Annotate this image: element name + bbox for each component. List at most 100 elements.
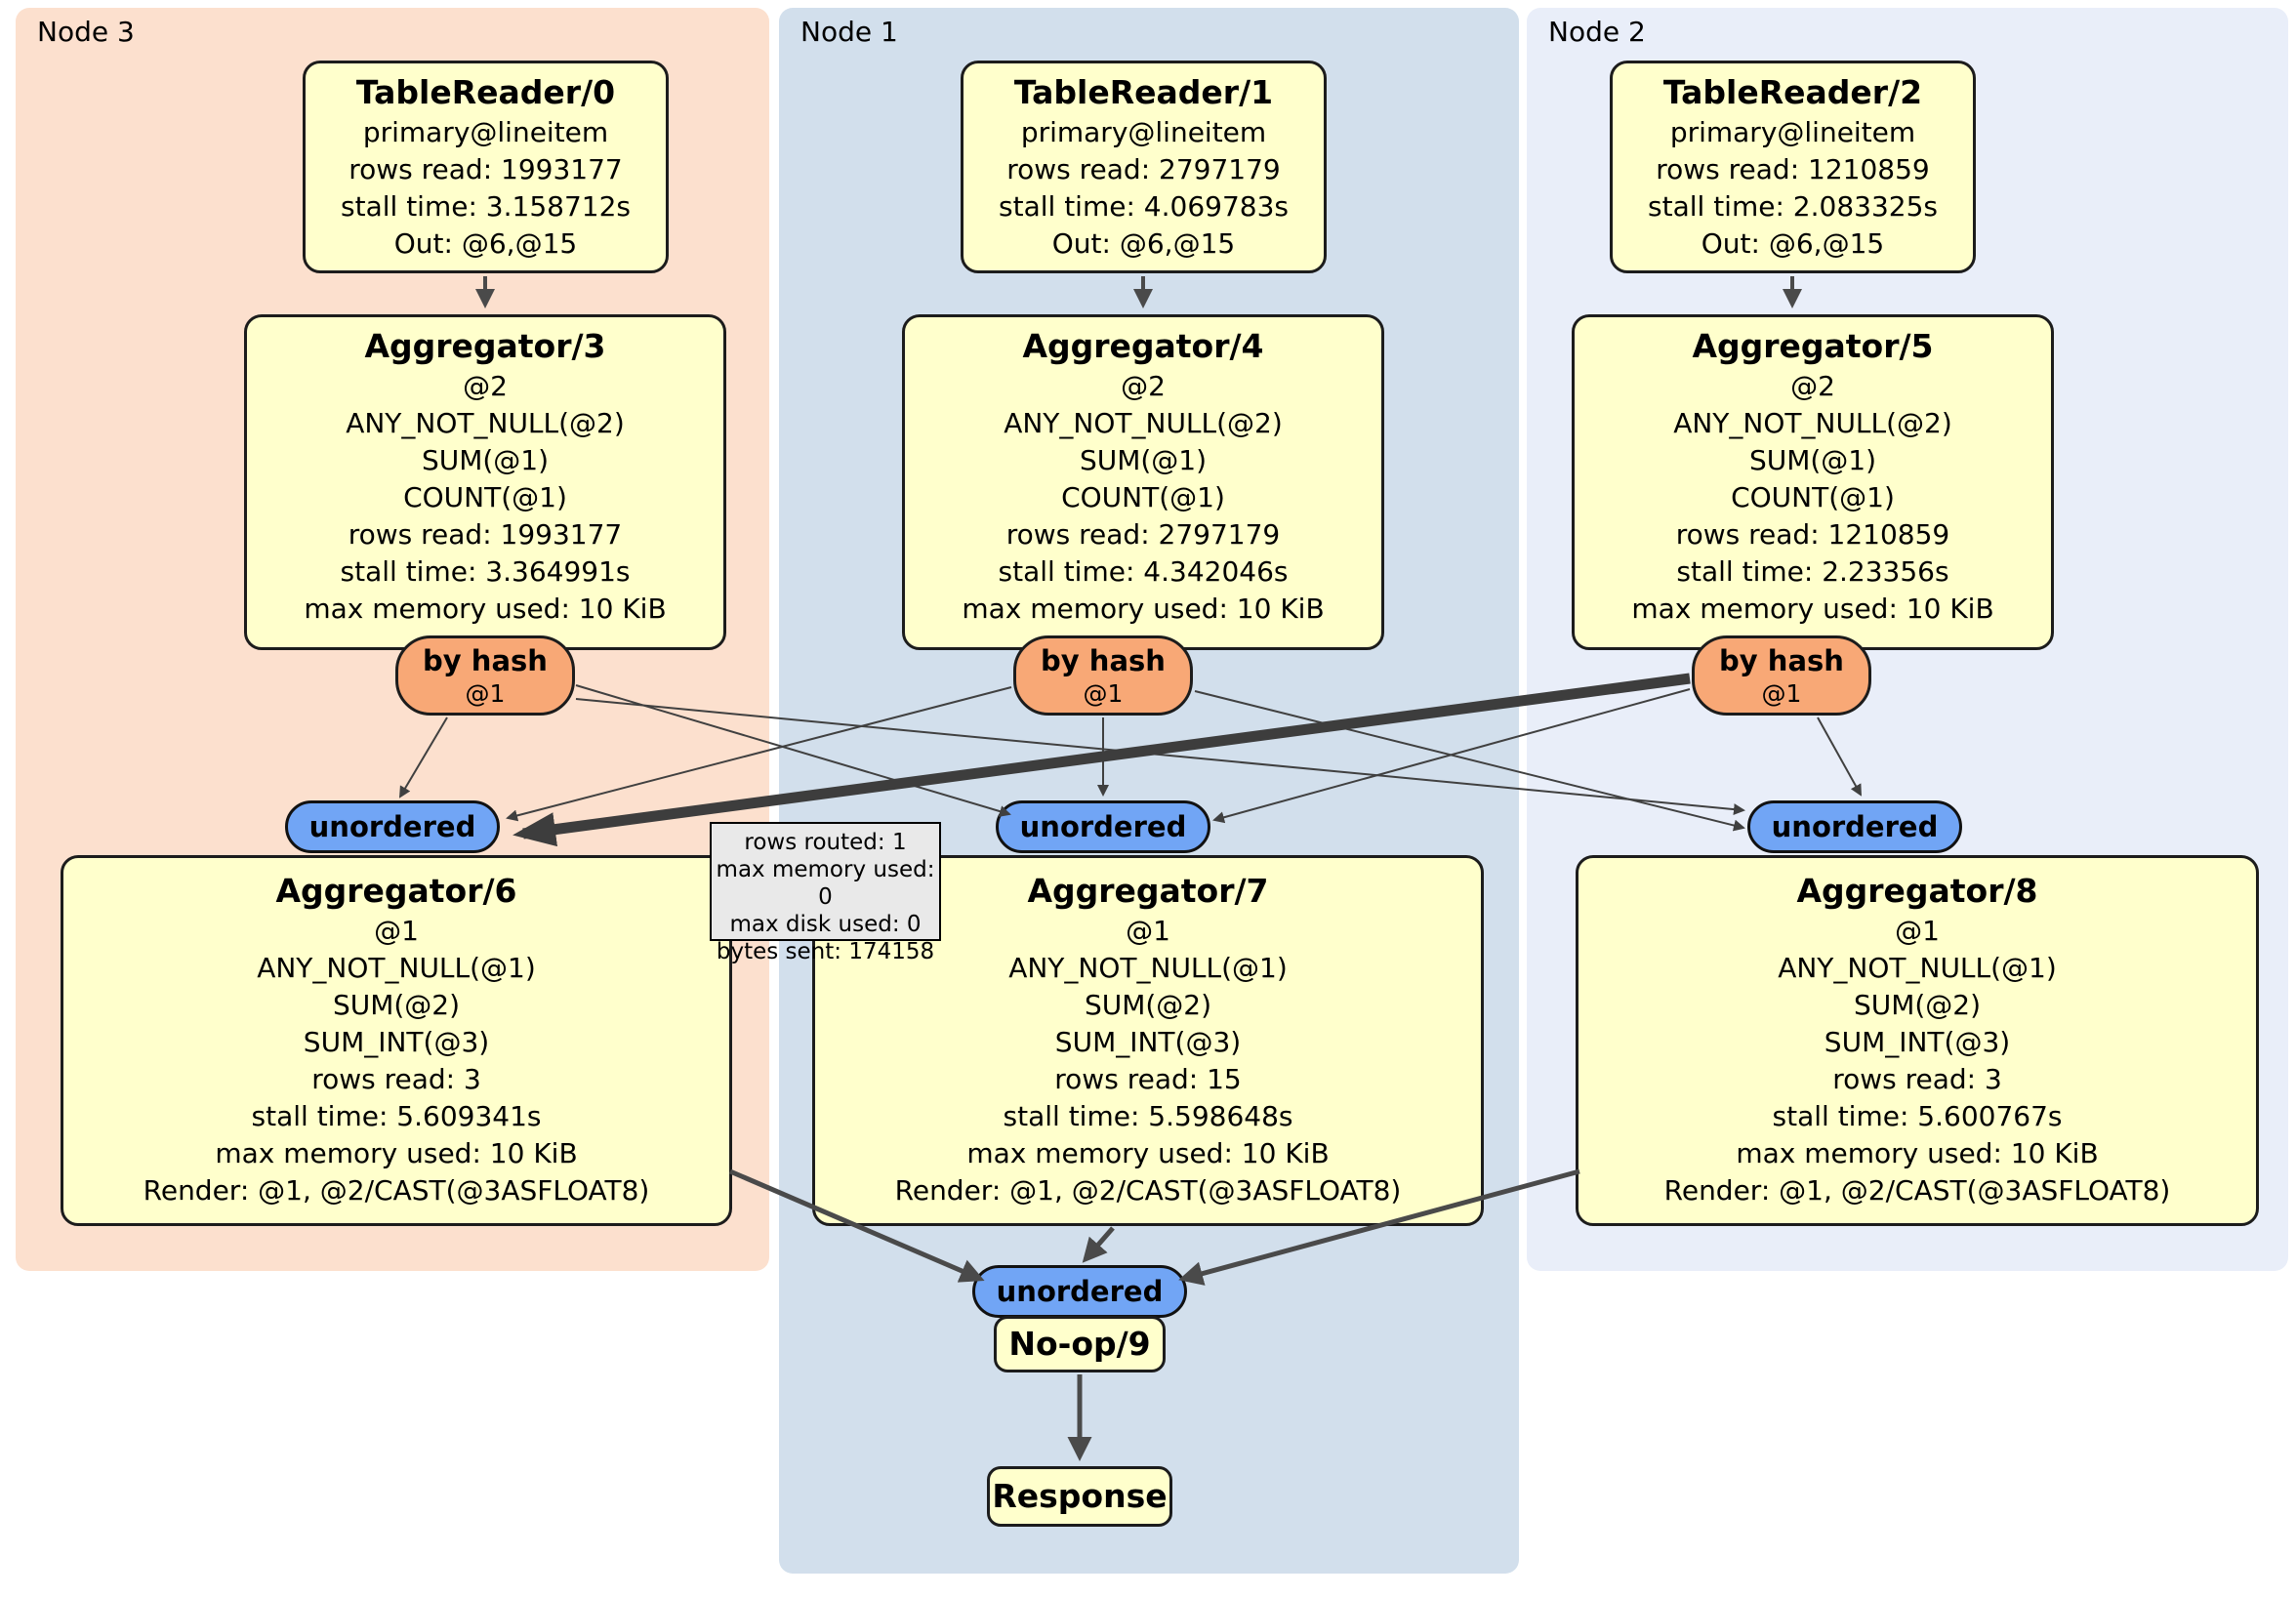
processor-line: rows read: 2797179 xyxy=(1006,153,1281,185)
sync-unordered-6: unordered xyxy=(285,800,500,853)
processor-line: rows read: 3 xyxy=(311,1063,481,1095)
processor-tablereader-2: TableReader/2 primary@lineitem rows read… xyxy=(1610,61,1976,273)
processor-aggregator-6: Aggregator/6 @1 ANY_NOT_NULL(@1) SUM(@2)… xyxy=(61,855,732,1226)
sync-label: unordered xyxy=(996,1275,1164,1308)
processor-line: max memory used: 10 KiB xyxy=(304,593,667,625)
sync-label: unordered xyxy=(1019,810,1187,843)
router-key: @1 xyxy=(1083,679,1124,708)
processor-line: ANY_NOT_NULL(@1) xyxy=(1778,952,2057,984)
processor-line: stall time: 2.083325s xyxy=(1648,190,1938,223)
processor-line: stall time: 2.23356s xyxy=(1676,555,1949,588)
panel-node2-label: Node 2 xyxy=(1548,16,1646,48)
processor-line: Out: @6,@15 xyxy=(393,227,578,260)
processor-line: ANY_NOT_NULL(@2) xyxy=(346,407,625,439)
processor-line: stall time: 4.069783s xyxy=(999,190,1289,223)
processor-line: stall time: 5.598648s xyxy=(1003,1100,1293,1132)
processor-line: SUM_INT(@3) xyxy=(303,1026,490,1058)
sync-unordered-9: unordered xyxy=(972,1265,1187,1318)
router-by-hash-3: by hash @1 xyxy=(395,635,575,716)
router-label: by hash xyxy=(423,644,548,677)
router-key: @1 xyxy=(1761,679,1802,708)
sync-label: unordered xyxy=(308,810,476,843)
processor-title: Aggregator/5 xyxy=(1692,327,1934,365)
processor-line: Render: @1, @2/CAST(@3ASFLOAT8) xyxy=(894,1174,1402,1207)
processor-line: SUM(@1) xyxy=(1079,444,1208,476)
processor-line: SUM(@1) xyxy=(1748,444,1877,476)
processor-line: stall time: 3.364991s xyxy=(340,555,631,588)
processor-title: TableReader/0 xyxy=(355,73,616,111)
processor-title: Aggregator/6 xyxy=(275,872,517,910)
processor-line: SUM_INT(@3) xyxy=(1054,1026,1242,1058)
processor-line: ANY_NOT_NULL(@1) xyxy=(257,952,536,984)
processor-title: TableReader/1 xyxy=(1013,73,1274,111)
processor-line: rows read: 1993177 xyxy=(348,518,623,551)
processor-line: @1 xyxy=(1895,915,1940,947)
processor-line: primary@lineitem xyxy=(1669,116,1916,148)
processor-title: Aggregator/8 xyxy=(1796,872,2038,910)
processor-line: rows read: 2797179 xyxy=(1005,518,1281,551)
processor-line: rows read: 15 xyxy=(1054,1063,1242,1095)
processor-line: Out: @6,@15 xyxy=(1701,227,1885,260)
processor-line: Render: @1, @2/CAST(@3ASFLOAT8) xyxy=(143,1174,650,1207)
router-by-hash-5: by hash @1 xyxy=(1692,635,1871,716)
processor-line: Out: @6,@15 xyxy=(1051,227,1236,260)
tooltip-line: bytes sent: 174158 xyxy=(716,939,935,964)
processor-tablereader-1: TableReader/1 primary@lineitem rows read… xyxy=(961,61,1327,273)
processor-title: Aggregator/4 xyxy=(1022,327,1264,365)
processor-line: max memory used: 10 KiB xyxy=(215,1137,578,1169)
processor-aggregator-4: Aggregator/4 @2 ANY_NOT_NULL(@2) SUM(@1)… xyxy=(902,314,1384,650)
processor-line: max memory used: 10 KiB xyxy=(966,1137,1330,1169)
panel-node3-label: Node 3 xyxy=(37,16,135,48)
processor-tablereader-0: TableReader/0 primary@lineitem rows read… xyxy=(303,61,669,273)
processor-line: ANY_NOT_NULL(@2) xyxy=(1004,407,1283,439)
processor-aggregator-3: Aggregator/3 @2 ANY_NOT_NULL(@2) SUM(@1)… xyxy=(244,314,726,650)
tooltip-line: rows routed: 1 xyxy=(744,830,907,855)
processor-line: SUM(@2) xyxy=(1853,989,1982,1021)
processor-line: SUM(@2) xyxy=(1084,989,1212,1021)
panel-node1-label: Node 1 xyxy=(800,16,898,48)
processor-aggregator-8: Aggregator/8 @1 ANY_NOT_NULL(@1) SUM(@2)… xyxy=(1576,855,2259,1226)
processor-line: rows read: 1210859 xyxy=(1675,518,1950,551)
router-label: by hash xyxy=(1719,644,1844,677)
tooltip-line: max disk used: 0 xyxy=(729,912,922,937)
processor-line: stall time: 5.609341s xyxy=(251,1100,542,1132)
sync-label: unordered xyxy=(1771,810,1939,843)
sync-unordered-8: unordered xyxy=(1747,800,1962,853)
processor-line: @1 xyxy=(374,915,419,947)
processor-line: @2 xyxy=(1121,370,1166,402)
router-key: @1 xyxy=(465,679,506,708)
tooltip-line: max memory used: 0 xyxy=(716,857,935,910)
processor-line: stall time: 5.600767s xyxy=(1772,1100,2063,1132)
processor-response: Response xyxy=(987,1466,1172,1527)
processor-line: COUNT(@1) xyxy=(1731,481,1895,513)
processor-line: rows read: 3 xyxy=(1832,1063,2002,1095)
processor-line: @2 xyxy=(1790,370,1835,402)
processor-line: stall time: 4.342046s xyxy=(998,555,1289,588)
processor-line: COUNT(@1) xyxy=(1061,481,1225,513)
processor-line: max memory used: 10 KiB xyxy=(962,593,1325,625)
processor-line: rows read: 1210859 xyxy=(1656,153,1930,185)
processor-title: No-op/9 xyxy=(1008,1325,1151,1363)
router-label: by hash xyxy=(1041,644,1166,677)
processor-line: Render: @1, @2/CAST(@3ASFLOAT8) xyxy=(1663,1174,2171,1207)
edge-stats-tooltip: rows routed: 1 max memory used: 0 max di… xyxy=(710,822,941,964)
sync-unordered-7: unordered xyxy=(996,800,1210,853)
processor-title: TableReader/2 xyxy=(1662,73,1923,111)
processor-line: COUNT(@1) xyxy=(403,481,567,513)
processor-noop-9: No-op/9 xyxy=(994,1316,1166,1372)
processor-line: stall time: 3.158712s xyxy=(341,190,631,223)
processor-line: SUM(@1) xyxy=(421,444,550,476)
processor-line: primary@lineitem xyxy=(1020,116,1267,148)
processor-line: ANY_NOT_NULL(@2) xyxy=(1673,407,1952,439)
processor-line: @1 xyxy=(1126,915,1170,947)
processor-line: primary@lineitem xyxy=(362,116,609,148)
processor-line: max memory used: 10 KiB xyxy=(1631,593,1994,625)
processor-title: Response xyxy=(992,1477,1168,1515)
processor-line: SUM(@2) xyxy=(332,989,461,1021)
router-by-hash-4: by hash @1 xyxy=(1013,635,1193,716)
processor-aggregator-5: Aggregator/5 @2 ANY_NOT_NULL(@2) SUM(@1)… xyxy=(1572,314,2054,650)
processor-line: rows read: 1993177 xyxy=(348,153,623,185)
processor-line: ANY_NOT_NULL(@1) xyxy=(1008,952,1288,984)
processor-line: SUM_INT(@3) xyxy=(1824,1026,2011,1058)
